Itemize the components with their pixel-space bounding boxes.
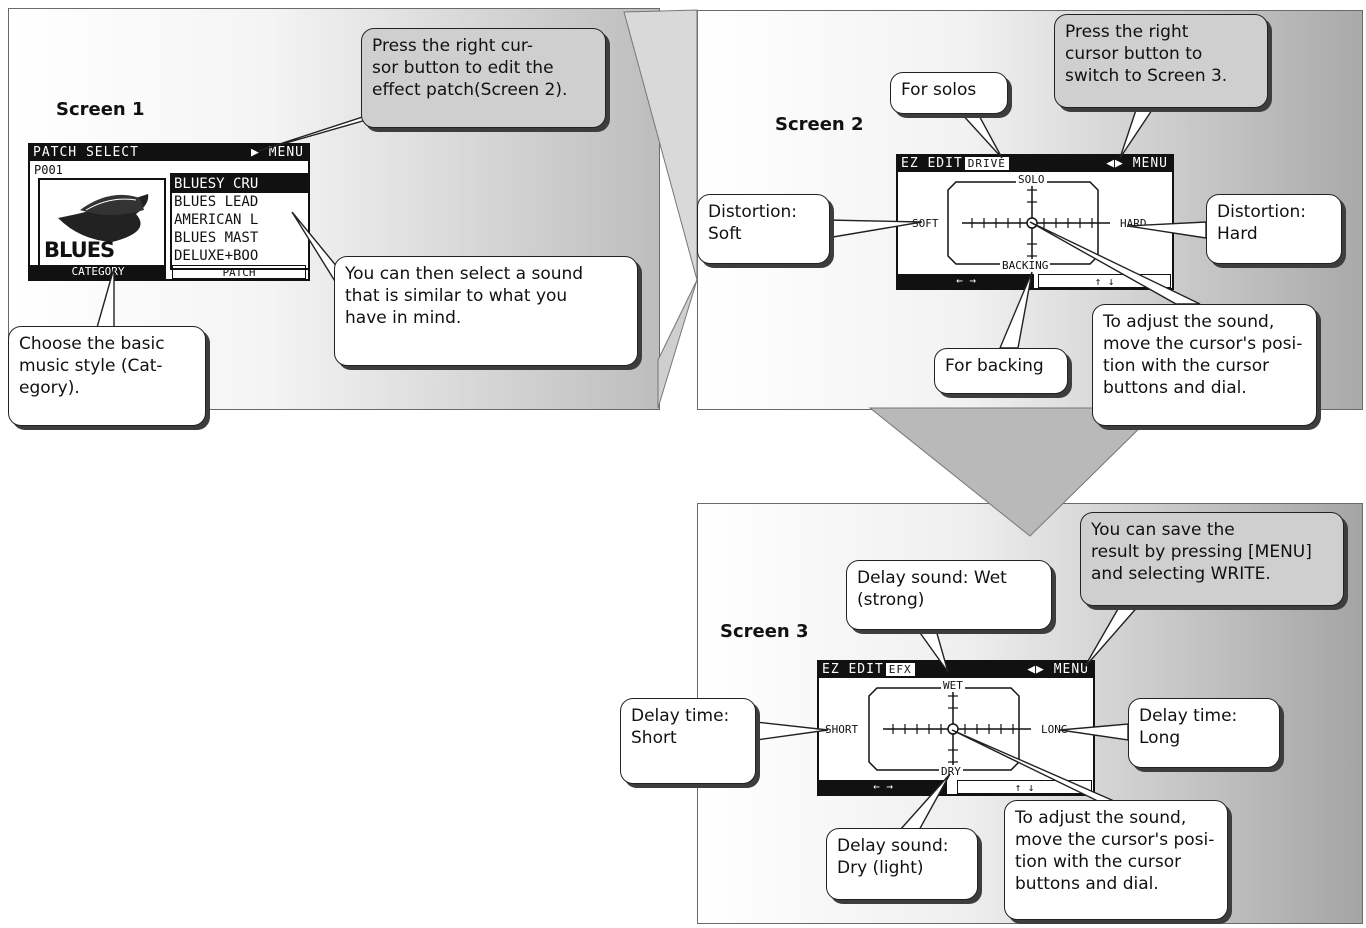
lcd-header-sub: EFX: [885, 663, 915, 676]
callout-adjust-s3: To adjust the sound, move the cursor's p…: [1004, 800, 1228, 920]
axis-left: SHORT: [823, 723, 861, 736]
patch-item[interactable]: DELUXE+BOO: [174, 248, 259, 264]
wedge-screen2-to-3: [868, 407, 1162, 537]
wedge-screen1-to-2: [623, 9, 698, 281]
patch-item[interactable]: BLUES MAST: [174, 230, 259, 246]
callout-choose-style: Choose the basic music style (Cat- egory…: [8, 326, 206, 426]
pointer-long: [1059, 723, 1129, 741]
callout-save: You can save the result by pressing [MEN…: [1080, 512, 1344, 606]
wedge-screen1-to-2-lower: [657, 279, 698, 409]
footer-up-down: ↑ ↓: [1038, 274, 1171, 288]
pointer-dry: [898, 773, 951, 833]
pointer-choose-style: [95, 267, 115, 332]
axis-top: WET: [941, 679, 965, 692]
pointer-solos: [958, 109, 1003, 159]
callout-short: Delay time: Short: [620, 698, 756, 784]
axis-left: SOFT: [910, 217, 941, 230]
xy-grid: [868, 686, 1031, 772]
callout-dry: Delay sound: Dry (light): [826, 828, 978, 900]
lcd-header-menu: MENU: [1132, 156, 1168, 171]
pointer-soft: [826, 219, 923, 239]
lcd-header-sub: DRIVE: [964, 157, 1009, 170]
lcd-header-menu: MENU: [268, 145, 304, 160]
callout-adjust-s2: To adjust the sound, move the cursor's p…: [1092, 304, 1317, 426]
pointer-backing: [998, 271, 1033, 349]
callout-long: Delay time: Long: [1128, 698, 1280, 768]
screen3-title: Screen 3: [720, 621, 809, 642]
footer-patch: PATCH: [172, 265, 306, 279]
axis-top: SOLO: [1016, 173, 1047, 186]
lcd-header-title: EZ EDIT: [901, 156, 963, 171]
pointer-hard: [1127, 221, 1207, 239]
callout-select-sound: You can then select a sound that is simi…: [334, 256, 638, 366]
pointer-adjust-s2: [1029, 221, 1201, 305]
callout-backing: For backing: [934, 348, 1068, 394]
pointer-wet: [916, 629, 949, 673]
lcd-header-menu: MENU: [1053, 662, 1089, 677]
cursor-right-icon: ▶: [251, 145, 260, 160]
patch-number: P001: [34, 163, 63, 177]
callout-solos: For solos: [890, 72, 1008, 114]
axis-bottom: DRY: [939, 765, 963, 778]
cursor-left-right-icon: ◀▶: [1027, 662, 1045, 677]
pointer-adjust-s3: [951, 729, 1131, 809]
callout-soft: Distortion: Soft: [697, 194, 830, 264]
lcd-header-title: EZ EDIT: [822, 662, 884, 677]
pointer-press-right-s2: [1119, 103, 1158, 159]
patch-item[interactable]: BLUES LEAD: [174, 194, 259, 210]
patch-list: BLUESY CRU BLUES LEAD AMERICAN L BLUES M…: [170, 173, 310, 270]
footer-category: CATEGORY: [30, 265, 166, 279]
footer-up-down: ↑ ↓: [957, 780, 1092, 794]
screen1-lcd: PATCH SELECT ▶ MENU P001 BLUES BLUESY CR…: [28, 143, 310, 281]
pointer-select-sound: [291, 211, 339, 289]
callout-press-right-s1: Press the right cur- sor button to edit …: [361, 28, 606, 128]
hat-icon: [58, 194, 149, 242]
lcd-header: PATCH SELECT ▶ MENU: [30, 145, 308, 161]
axis-bottom: BACKING: [1000, 259, 1051, 272]
lcd-header-title: PATCH SELECT: [33, 145, 139, 160]
category-label: BLUES: [44, 238, 115, 262]
pointer-short: [755, 721, 829, 741]
screen1-title: Screen 1: [56, 99, 145, 120]
pointer-save: [1083, 601, 1142, 669]
patch-item[interactable]: AMERICAN L: [174, 212, 259, 228]
patch-item-selected[interactable]: BLUESY CRU: [172, 175, 308, 193]
axis-right: LONG: [1039, 723, 1070, 736]
cursor-left-right-icon: ◀▶: [1106, 156, 1124, 171]
footer-left-right: ← →: [819, 780, 947, 794]
callout-hard: Distortion: Hard: [1206, 194, 1342, 264]
footer-left-right: ← →: [898, 274, 1034, 288]
screen2-title: Screen 2: [775, 114, 864, 135]
callout-wet: Delay sound: Wet (strong): [846, 560, 1052, 630]
callout-press-right-s2: Press the right cursor button to switch …: [1054, 14, 1268, 108]
